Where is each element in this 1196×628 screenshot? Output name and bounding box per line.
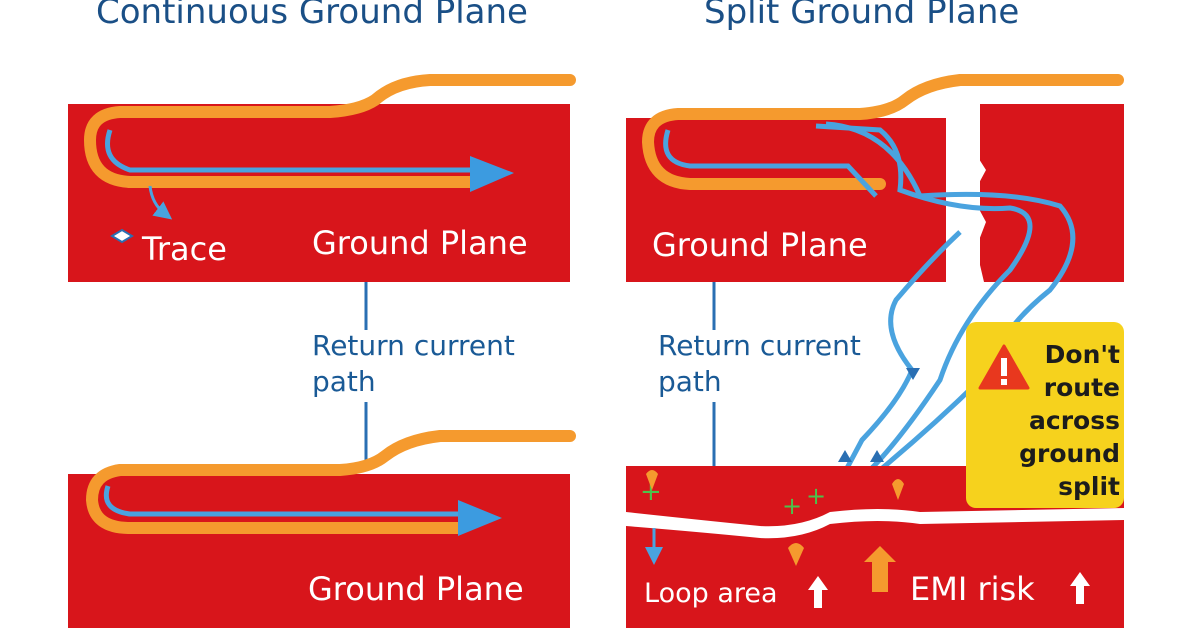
ground-plane-label-bottom-left: Ground Plane xyxy=(308,570,524,608)
svg-text:+: + xyxy=(640,477,662,507)
left-top-return-current xyxy=(105,129,470,173)
left-top-trace xyxy=(83,74,576,188)
return-current-line2: path xyxy=(312,365,376,398)
warning-line2: route xyxy=(1043,373,1120,402)
warning-text: Don't route across ground split xyxy=(996,338,1120,503)
loop-area-up-arrow-icon xyxy=(808,576,828,608)
warning-triangle-icon xyxy=(978,344,1030,390)
warning-line4: ground xyxy=(1019,439,1120,468)
left-bottom-trace xyxy=(85,430,576,534)
svg-text:+: + xyxy=(806,482,826,510)
ground-plane-label-top-left: Ground Plane xyxy=(312,224,528,262)
emi-indicator-arrow-icon xyxy=(864,546,896,592)
right-top-return-current xyxy=(663,129,878,198)
right-top-trace xyxy=(641,74,1124,190)
return-current-line2-right: path xyxy=(658,365,722,398)
trace-marker-icon xyxy=(110,228,134,244)
warning-callout: Don't route across ground split xyxy=(966,322,1124,508)
return-current-label-left: Return current path xyxy=(312,328,515,400)
emi-risk-label: EMI risk xyxy=(910,570,1035,608)
detour-path-2 xyxy=(825,121,1076,501)
detour-path-3 xyxy=(843,230,962,500)
emi-risk-up-arrow-icon xyxy=(1070,572,1090,604)
loop-area-label: Loop area xyxy=(644,578,778,609)
return-current-label-right: Return current path xyxy=(658,328,861,400)
left-bottom-ground-plane xyxy=(68,474,570,628)
svg-text:+: + xyxy=(782,492,802,520)
ground-plane-label-right: Ground Plane xyxy=(652,226,868,264)
warning-line3: across xyxy=(1029,406,1120,435)
warning-line1: Don't xyxy=(1044,340,1120,369)
left-top-arrowhead xyxy=(470,156,514,192)
warning-line5: split xyxy=(1058,472,1120,501)
left-bottom-arrowhead xyxy=(458,500,502,536)
return-current-line1: Return current xyxy=(312,329,515,362)
left-bottom-return-current xyxy=(103,485,460,517)
title-split: Split Ground Plane xyxy=(704,0,1020,32)
bottom-split-gap xyxy=(626,508,1124,539)
detour-path-1 xyxy=(815,123,1033,472)
title-continuous: Continuous Ground Plane xyxy=(96,0,528,32)
trace-label: Trace xyxy=(142,230,227,268)
return-current-line1-right: Return current xyxy=(658,329,861,362)
right-top-ground-plane-b xyxy=(980,104,1124,282)
